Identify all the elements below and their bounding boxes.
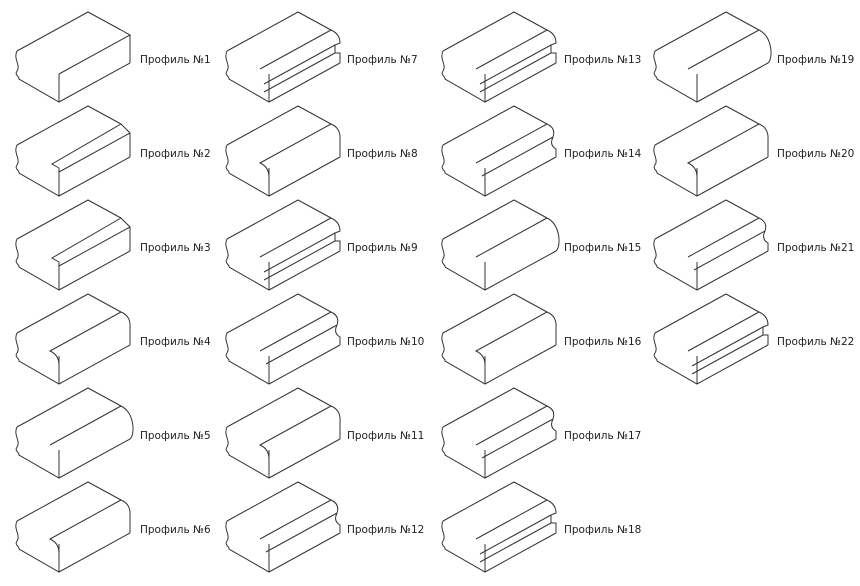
profile-block-16: [441, 293, 557, 385]
profile-label: Профиль №14: [564, 148, 642, 160]
profile-outline: [441, 199, 560, 291]
profile-outline: [15, 11, 132, 103]
profile-outline: [225, 481, 341, 573]
profile-label: Профиль №12: [347, 524, 425, 536]
profile-label: Профиль №19: [777, 54, 855, 66]
profile-block-15: [441, 199, 560, 291]
profile-label: Профиль №17: [564, 430, 642, 442]
profile-outline: [225, 387, 341, 479]
profile-label: Профиль №3: [140, 242, 211, 254]
profile-label: Профиль №20: [777, 148, 855, 160]
profile-label: Профиль №8: [347, 148, 418, 160]
profile-label: Профиль №4: [140, 336, 211, 348]
profile-label: Профиль №5: [140, 430, 211, 442]
profile-block-20: [653, 105, 769, 197]
profile-block-12: [225, 481, 341, 573]
profile-block-19: [653, 11, 772, 103]
profile-outline: [15, 387, 134, 479]
profile-label: Профиль №7: [347, 54, 418, 66]
profile-block-1: [15, 11, 132, 103]
profile-block-7: [225, 11, 341, 103]
profile-block-18: [441, 481, 557, 573]
profile-label: Профиль №16: [564, 336, 642, 348]
profile-outline: [441, 11, 557, 103]
profile-label: Профиль №15: [564, 242, 642, 254]
profile-outline: [225, 11, 341, 103]
profile-block-8: [225, 105, 341, 197]
profile-label: Профиль №11: [347, 430, 425, 442]
profile-label: Профиль №13: [564, 54, 642, 66]
profile-block-3: [15, 199, 131, 291]
profile-label: Профиль №1: [140, 54, 211, 66]
profile-block-13: [441, 11, 557, 103]
profile-outline: [225, 293, 341, 385]
profile-block-21: [653, 199, 769, 291]
profile-label: Профиль №18: [564, 524, 642, 536]
profile-label: Профиль №9: [347, 242, 418, 254]
profile-block-22: [653, 293, 769, 385]
profile-label: Профиль №22: [777, 336, 855, 348]
profile-block-11: [225, 387, 341, 479]
profile-block-17: [441, 387, 557, 479]
profile-outline: [15, 105, 131, 197]
profile-block-6: [15, 481, 131, 573]
profile-outline: [15, 199, 131, 291]
profile-block-2: [15, 105, 131, 197]
profile-outline: [441, 387, 557, 479]
profile-block-9: [225, 199, 341, 291]
profile-outline: [441, 105, 557, 197]
profile-label: Профиль №6: [140, 524, 211, 536]
profile-outline: [653, 293, 769, 385]
profile-label: Профиль №10: [347, 336, 425, 348]
profile-block-5: [15, 387, 134, 479]
profile-label: Профиль №2: [140, 148, 211, 160]
profile-outline: [441, 481, 557, 573]
profile-outline: [653, 199, 769, 291]
profile-outline: [653, 105, 769, 197]
profile-outline: [225, 105, 341, 197]
profile-label: Профиль №21: [777, 242, 855, 254]
profile-outline: [653, 11, 772, 103]
profile-block-4: [15, 293, 131, 385]
profile-outline: [15, 481, 131, 573]
profile-block-10: [225, 293, 341, 385]
profile-block-14: [441, 105, 557, 197]
profile-outline: [225, 199, 341, 291]
profile-outline: [441, 293, 557, 385]
profile-outline: [15, 293, 131, 385]
